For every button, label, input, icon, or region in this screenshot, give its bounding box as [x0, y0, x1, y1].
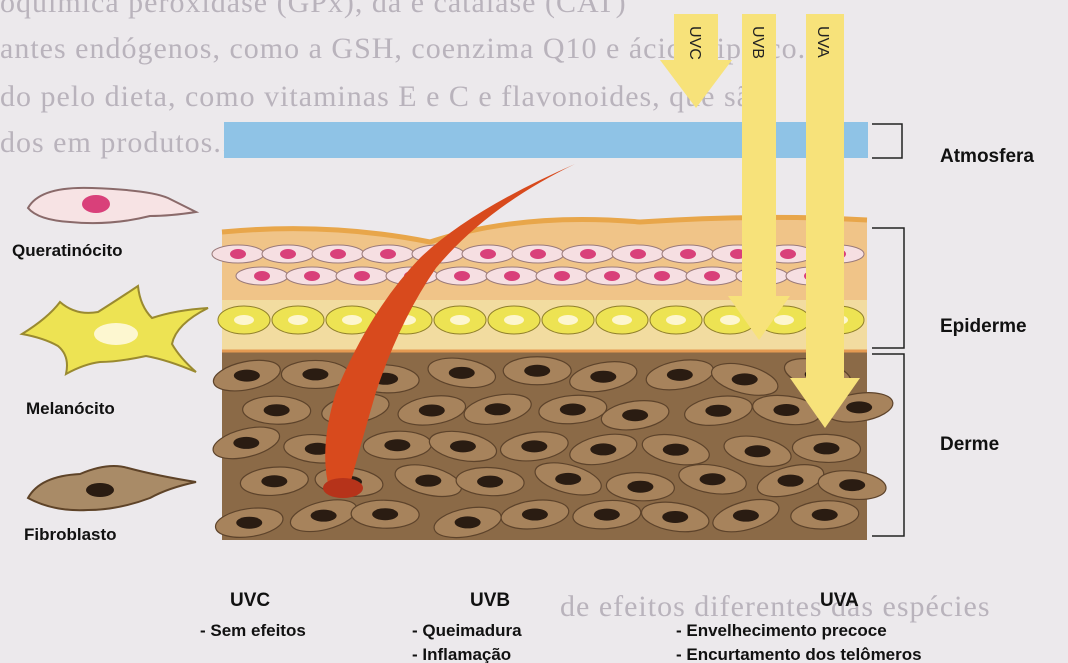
fibroblast-nucleus: [627, 481, 653, 493]
fibroblast-nucleus: [522, 509, 548, 521]
keratinocyte-nucleus: [530, 249, 546, 259]
uvb-arrow-label: UVB: [749, 26, 766, 59]
fibroblast-nucleus: [261, 475, 287, 487]
fibroblast-nucleus: [450, 440, 476, 452]
uvc-effect-1: - Sem efeitos: [200, 621, 306, 640]
melanocyte-nucleus: [720, 315, 740, 325]
keratinocyte-nucleus: [354, 271, 370, 281]
skin-block: [210, 164, 895, 542]
uva-effects-title: UVA: [820, 590, 859, 611]
fibroblast-nucleus: [839, 479, 865, 491]
melanocyte-nucleus: [342, 315, 362, 325]
keratinocyte-nucleus: [780, 249, 796, 259]
fibroblast-nucleus: [812, 509, 838, 521]
melanocyte-illustration: [22, 286, 208, 374]
keratinocyte-nucleus: [280, 249, 296, 259]
fibroblast-nucleus: [662, 511, 688, 523]
epidermis-label: Epiderme: [940, 316, 1027, 337]
melanocyte-label: Melanócito: [26, 399, 115, 418]
fibroblast-nucleus: [521, 440, 547, 452]
keratinocyte-nucleus: [304, 271, 320, 281]
fibroblast-nucleus: [622, 409, 648, 421]
fibroblast-nucleus: [419, 404, 445, 416]
keratinocyte-nucleus: [680, 249, 696, 259]
fibroblast-nucleus: [560, 404, 586, 416]
fibroblast-nucleus: [524, 365, 550, 377]
uvc-arrow-label: UVC: [686, 26, 703, 60]
fibroblast-label: Fibroblasto: [24, 525, 117, 544]
keratinocyte-label: Queratinócito: [12, 241, 123, 260]
keratinocyte-nucleus: [254, 271, 270, 281]
fibroblast-nucleus: [302, 368, 328, 380]
fibroblast-nucleus: [813, 442, 839, 454]
fibroblast-nucleus: [236, 517, 262, 529]
keratinocyte-nucleus: [504, 271, 520, 281]
fibroblast-nucleus: [846, 401, 872, 413]
melanocyte-nucleus: [288, 315, 308, 325]
fibroblast-illustration: [28, 466, 196, 510]
keratinocyte-nucleus: [330, 249, 346, 259]
fibroblast-nucleus: [590, 443, 616, 455]
fibroblast-nucleus: [705, 405, 731, 417]
fibroblast-nucleus: [264, 404, 290, 416]
fibroblast-nucleus: [590, 371, 616, 383]
fibroblast-nucleus: [745, 445, 771, 457]
uva-effect-1: - Envelhecimento precoce: [676, 621, 887, 640]
melanocyte-nucleus: [612, 315, 632, 325]
fibroblast-nucleus: [773, 404, 799, 416]
fibroblast-nucleus: [455, 516, 481, 528]
fibroblast-nucleus: [234, 370, 260, 382]
fibroblast-nucleus: [449, 367, 475, 379]
keratinocyte-nucleus: [554, 271, 570, 281]
keratinocyte-illustration: [28, 188, 196, 223]
keratinocyte-nucleus: [654, 271, 670, 281]
hair-bulb: [323, 478, 363, 498]
melanocyte-nucleus: [666, 315, 686, 325]
fibroblast-nucleus: [667, 369, 693, 381]
fibroblast-nucleus: [555, 473, 581, 485]
keratinocyte-nucleus: [704, 271, 720, 281]
fibroblast-nucleus: [594, 509, 620, 521]
uvb-effect-2: - Inflamação: [412, 645, 511, 663]
keratinocyte-nucleus: [604, 271, 620, 281]
atmosphere-bracket: [872, 124, 902, 158]
melanocyte-nucleus: [774, 315, 794, 325]
fibroblast-nucleus: [700, 473, 726, 485]
uvb-effect-1: - Queimadura: [412, 621, 522, 640]
dermis-label: Derme: [940, 434, 999, 455]
uvc-effects-title: UVC: [230, 590, 270, 611]
keratinocyte-nucleus: [230, 249, 246, 259]
keratinocyte-nucleus: [454, 271, 470, 281]
fibroblast-nucleus: [477, 476, 503, 488]
fibroblast-nucleus: [372, 508, 398, 520]
melanocyte-nucleus: [504, 315, 524, 325]
fibroblast-nucleus: [384, 439, 410, 451]
fibroblast-nucleus: [778, 475, 804, 487]
fibroblast-nucleus: [732, 373, 758, 385]
keratinocyte-nucleus: [380, 249, 396, 259]
fibroblast-nucleus: [311, 510, 337, 522]
dermis-bracket: [872, 354, 904, 536]
melanocyte-nucleus: [450, 315, 470, 325]
fibroblast-nucleus: [485, 403, 511, 415]
fibroblast-nucleus: [233, 437, 259, 449]
melanocyte-nucleus: [558, 315, 578, 325]
fibroblast-nucleus: [663, 444, 689, 456]
keratinocyte-nucleus: [480, 249, 496, 259]
fibroblast-nucleus: [733, 510, 759, 522]
uva-effect-2: - Encurtamento dos telômeros: [676, 645, 922, 663]
uva-arrow-label: UVA: [814, 26, 831, 58]
keratinocyte-nucleus: [630, 249, 646, 259]
melanocyte-nucleus: [234, 315, 254, 325]
atmosphere-label: Atmosfera: [940, 146, 1034, 167]
keratinocyte-nucleus: [580, 249, 596, 259]
fibroblast-nucleus: [415, 475, 441, 487]
epidermis-bracket: [872, 228, 904, 348]
uvb-effects-title: UVB: [470, 590, 510, 611]
uvc-arrow: UVC: [660, 14, 732, 108]
